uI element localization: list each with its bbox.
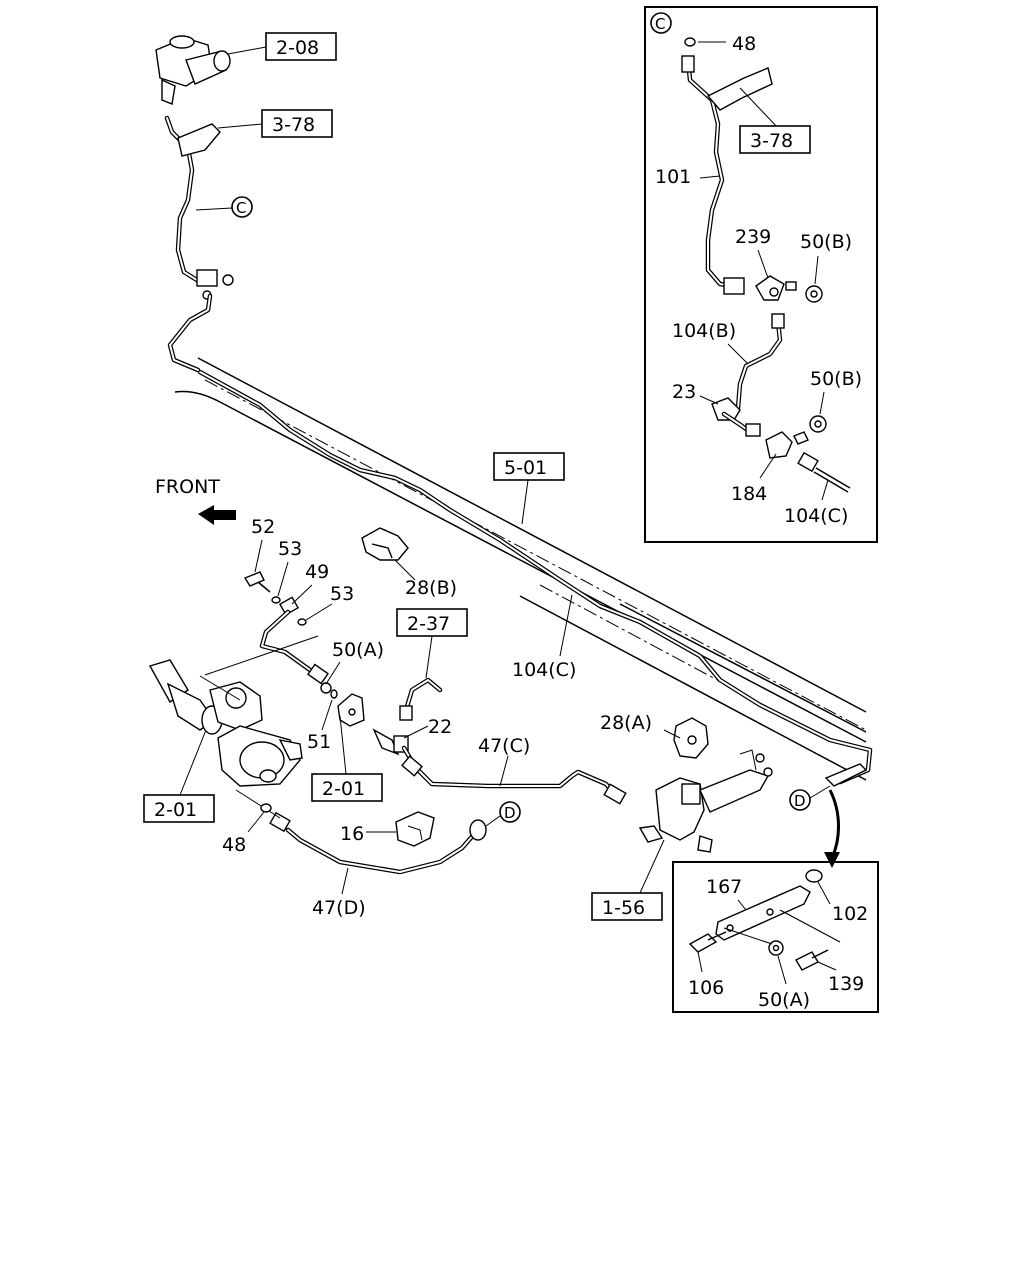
washer-53b: 53 [297,583,354,626]
hose-2-37 [399,677,443,721]
brake-pipe-47d: 47(D) [235,789,487,919]
brake-pipe-104c [197,369,873,785]
bolt-52: 52 [243,516,275,593]
svg-text:139: 139 [828,973,864,995]
brake-pipe-101 [164,115,203,285]
master-cylinder [155,35,231,105]
brake-pipe-to-frame [167,293,213,373]
svg-text:51: 51 [307,731,331,753]
svg-text:28(B): 28(B) [405,577,457,599]
svg-text:16: 16 [340,823,364,845]
svg-text:1-56: 1-56 [602,897,645,919]
clip-28b: 28(B) [361,527,457,599]
ref-3-78-text: 3-78 [272,114,315,136]
detail-d-panel: 167 102 106 50(A) 139 [672,861,879,1013]
pipe-49 [204,609,319,676]
clip-28a: 28(A) [600,712,709,759]
clip-16: 16 [340,811,435,847]
svg-text:D: D [794,792,806,810]
svg-text:52: 52 [251,516,275,538]
brake-pipe-47c: 47(C) [401,735,627,805]
circle-ref-d-main: D [485,801,521,827]
ref-box-3-78: 3-78 [217,109,333,138]
frame-rail [174,357,867,781]
svg-text:2-01: 2-01 [322,778,365,800]
svg-text:53: 53 [278,538,302,560]
ref-box-2-37: 2-37 [396,608,468,679]
svg-text:239: 239 [735,226,771,248]
svg-text:47(C): 47(C) [478,735,530,757]
svg-text:50(A): 50(A) [332,639,384,661]
svg-text:28(A): 28(A) [600,712,652,734]
svg-text:104(C): 104(C) [784,505,848,527]
fitting-22: 22 [372,716,452,756]
ref-box-1-56: 1-56 [591,839,665,921]
svg-text:50(B): 50(B) [810,368,862,390]
svg-text:50(B): 50(B) [800,231,852,253]
svg-text:104(B): 104(B) [672,320,736,342]
svg-text:48: 48 [222,834,246,856]
svg-text:2-01: 2-01 [154,799,197,821]
svg-text:53: 53 [330,583,354,605]
svg-text:C: C [236,199,246,217]
washer-48: 48 [222,803,272,856]
svg-text:22: 22 [428,716,452,738]
front-indicator: FRONT [155,476,236,525]
svg-text:23: 23 [672,381,696,403]
ref-2-08-text: 2-08 [276,37,319,59]
svg-text:47(D): 47(D) [312,897,366,919]
front-label: FRONT [155,476,220,498]
clip-51: 51 [307,689,338,753]
bracket-end-d: D [789,763,868,868]
svg-text:184: 184 [731,483,767,505]
booster-unit [148,659,303,787]
svg-text:167: 167 [706,876,742,898]
circle-ref-c-main: C [195,196,253,218]
ref-box-2-01-a: 2-01 [143,729,215,823]
svg-text:3-78: 3-78 [750,130,793,152]
svg-text:101: 101 [655,166,691,188]
nut-50a: 50(A) [307,639,384,694]
svg-text:104(C): 104(C) [512,659,576,681]
ref-box-5-01: 5-01 [493,452,565,525]
svg-text:102: 102 [832,903,868,925]
svg-text:2-37: 2-37 [407,613,450,635]
svg-text:106: 106 [688,977,724,999]
svg-text:50(A): 50(A) [758,989,810,1011]
detail-c-panel: C 48 3-78 101 239 50(B) 104(B) [644,6,878,543]
bracket-2-01 [337,693,365,727]
svg-text:D: D [504,804,516,822]
washer-53a: 53 [271,538,302,604]
svg-text:48: 48 [732,33,756,55]
ref-box-2-08: 2-08 [227,32,337,61]
three-way-joint [196,269,234,300]
valve-1-56 [638,749,773,853]
front-arrow-icon [198,505,236,525]
label-104c-main: 104(C) [512,594,576,681]
fitting-49: 49 [278,561,329,616]
bracket-3-78 [177,123,221,157]
ref-box-2-01-b: 2-01 [311,715,383,802]
ref-5-01-text: 5-01 [504,457,547,479]
svg-text:49: 49 [305,561,329,583]
svg-text:C: C [655,15,665,33]
